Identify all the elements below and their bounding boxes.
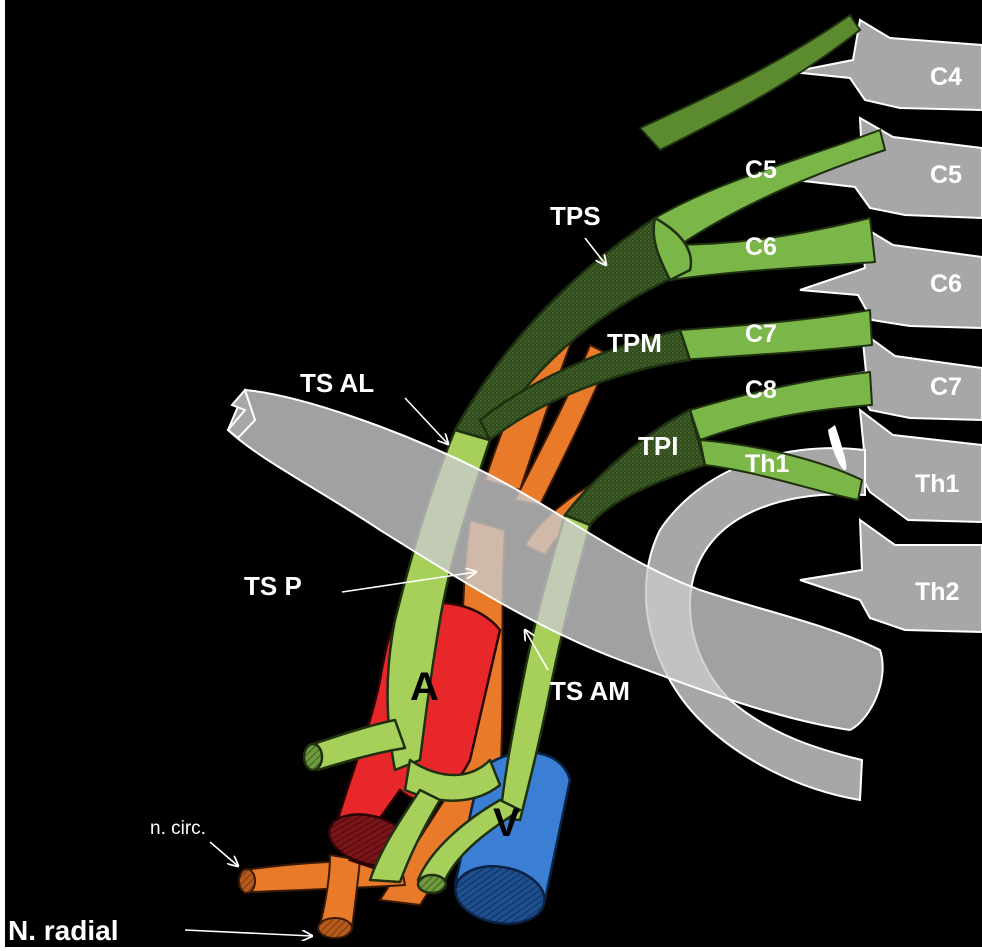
label-vein: V	[493, 801, 520, 845]
label-vertebra-c7: C7	[930, 373, 962, 401]
label-circumflex-nerve: n. circ.	[150, 818, 206, 839]
label-trunk-tpi: TPI	[638, 431, 678, 461]
label-cord-ts-am: TS AM	[550, 676, 630, 706]
ulnar-nerve-cut	[418, 875, 446, 893]
label-vertebra-th1: Th1	[915, 470, 960, 498]
label-root-c6: C6	[745, 233, 777, 261]
label-root-c5: C5	[745, 156, 777, 184]
label-vertebra-c4: C4	[930, 63, 962, 91]
label-root-c7: C7	[745, 320, 777, 348]
label-root-th1: Th1	[745, 450, 790, 478]
label-root-c8: C8	[745, 376, 777, 404]
label-vertebra-th2: Th2	[915, 578, 959, 606]
label-radial-nerve: N. radial	[8, 915, 118, 946]
radial-nerve-cut	[318, 918, 352, 938]
label-vertebra-c5: C5	[930, 161, 962, 189]
label-cord-ts-p: TS P	[244, 571, 302, 601]
musculocutaneous-cut	[304, 744, 322, 770]
label-trunk-tpm: TPM	[607, 328, 662, 358]
label-trunk-tps: TPS	[550, 201, 601, 231]
circumflex-nerve-cut	[239, 869, 255, 893]
label-cord-ts-al: TS AL	[300, 368, 374, 398]
label-vertebra-c6: C6	[930, 270, 962, 298]
label-artery: A	[410, 665, 439, 709]
